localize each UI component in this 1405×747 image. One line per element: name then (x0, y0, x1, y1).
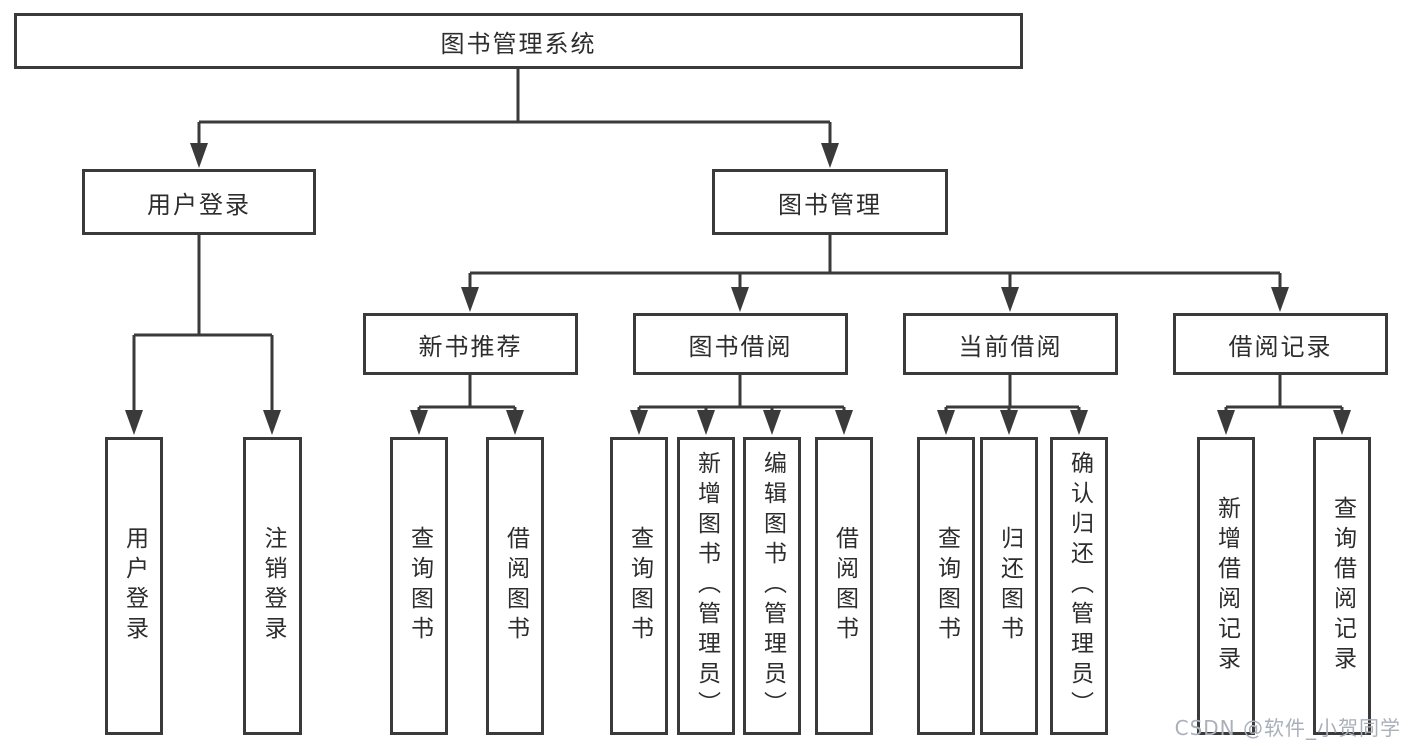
leaf-query-books-current: 查询图书 (917, 437, 975, 735)
leaf-logout-login: 注销登录 (243, 437, 302, 735)
node-book-borrowing: 图书借阅 (633, 313, 848, 375)
node-book-management: 图书管理 (712, 169, 948, 235)
leaf-confirm-return-admin: 确认归还（管理员） (1050, 437, 1108, 735)
node-current-borrowing: 当前借阅 (903, 313, 1118, 375)
leaf-borrow-books: 借阅图书 (815, 437, 873, 735)
watermark: CSDN @软件_小贺同学 (1174, 716, 1401, 740)
leaf-user-login: 用户登录 (105, 437, 163, 735)
node-new-book-recommendation: 新书推荐 (363, 313, 578, 375)
leaf-borrow-books-recommend: 借阅图书 (486, 437, 544, 735)
node-user-login: 用户登录 (82, 169, 316, 235)
arrowheads (125, 143, 1351, 435)
leaf-add-borrow-record: 新增借阅记录 (1197, 437, 1255, 735)
leaf-query-books-recommend: 查询图书 (390, 437, 448, 735)
leaf-query-borrow-record: 查询借阅记录 (1313, 437, 1371, 735)
node-borrowing-records: 借阅记录 (1173, 313, 1388, 375)
leaf-return-books: 归还图书 (980, 437, 1038, 735)
leaf-add-books-admin: 新增图书（管理员） (677, 437, 735, 735)
leaf-edit-books-admin: 编辑图书（管理员） (743, 437, 801, 735)
leaf-query-books-borrowing: 查询图书 (610, 437, 668, 735)
node-root: 图书管理系统 (14, 13, 1023, 69)
